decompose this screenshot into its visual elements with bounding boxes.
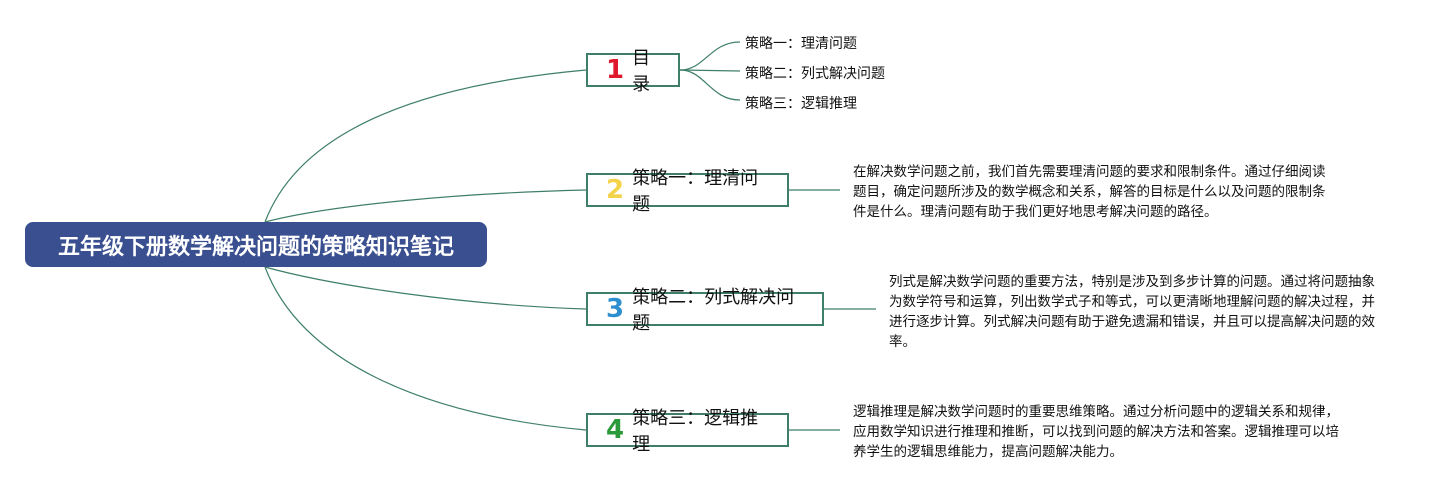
strategy-2-description[interactable]: 列式是解决数学问题的重要方法，特别是涉及到多步计算的问题。通过将问题抽象为数学符… [889, 274, 1375, 350]
toc-item[interactable]: 策略一：理清问题 [745, 36, 857, 52]
branch-label: 策略三：逻辑推理 [632, 408, 759, 455]
branch-toc[interactable]: 1 目录 [586, 48, 680, 95]
toc-item[interactable]: 策略三：逻辑推理 [745, 96, 857, 112]
strategy-3-description[interactable]: 逻辑推理是解决数学问题时的重要思维策略。通过分析问题中的逻辑关系和规律，应用数学… [853, 404, 1339, 460]
branch-strategy-2[interactable]: 3 策略二：列式解决问题 [586, 287, 824, 334]
branch-label: 策略一：理清问题 [632, 168, 759, 215]
strategy-1-description[interactable]: 在解决数学问题之前，我们首先需要理清问题的要求和限制条件。通过仔细阅读题目，确定… [853, 164, 1326, 220]
branch-label: 策略二：列式解决问题 [632, 287, 795, 334]
branch-strategy-1[interactable]: 2 策略一：理清问题 [586, 168, 789, 215]
root-topic[interactable]: 五年级下册数学解决问题的策略知识笔记 [25, 222, 487, 267]
branch-number-4: 4 [606, 415, 625, 445]
branch-number-3: 3 [606, 294, 625, 324]
toc-item[interactable]: 策略二：列式解决问题 [745, 66, 885, 82]
branch-strategy-3[interactable]: 4 策略三：逻辑推理 [586, 408, 789, 455]
branch-number-1: 1 [606, 55, 625, 85]
branch-number-2: 2 [606, 175, 625, 205]
root-title: 五年级下册数学解决问题的策略知识笔记 [57, 234, 454, 260]
branch-label: 目录 [632, 48, 651, 95]
